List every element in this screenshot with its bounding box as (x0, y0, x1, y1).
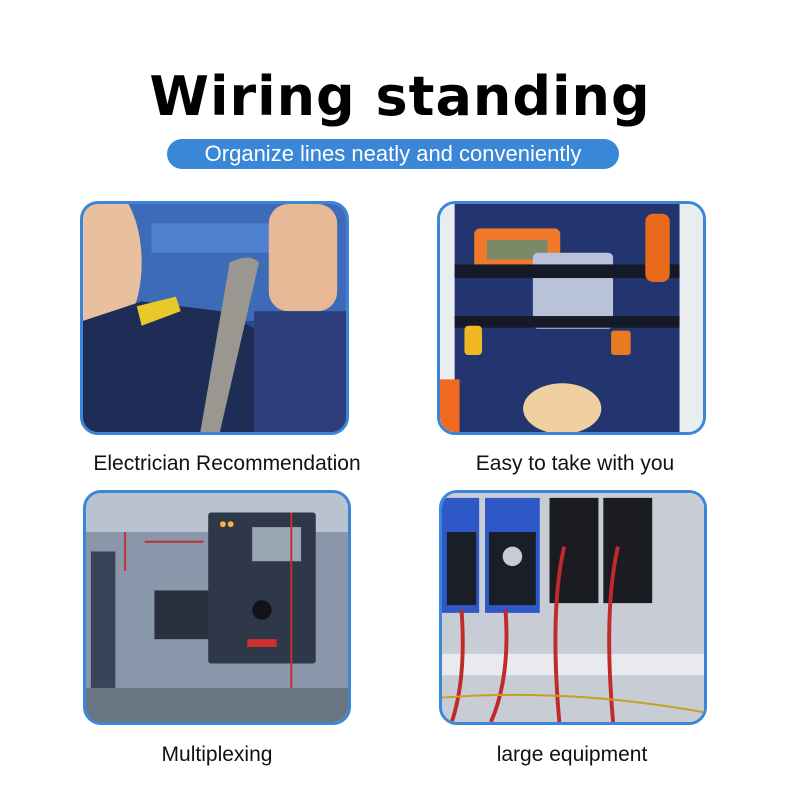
wiring-cabinet-photo (439, 490, 707, 725)
subtitle-badge: Organize lines neatly and conveniently (167, 139, 619, 169)
tool-bag-photo (437, 201, 706, 435)
caption-multiplexing: Multiplexing (161, 743, 273, 766)
page-title: Wiring standing (149, 65, 651, 128)
electrician-photo (80, 201, 349, 435)
caption-large-equipment: large equipment (496, 743, 648, 766)
caption-tool-bag: Easy to take with you (475, 452, 675, 475)
caption-electrician: Electrician Recommendation (93, 452, 361, 475)
control-panel-photo (83, 490, 351, 725)
